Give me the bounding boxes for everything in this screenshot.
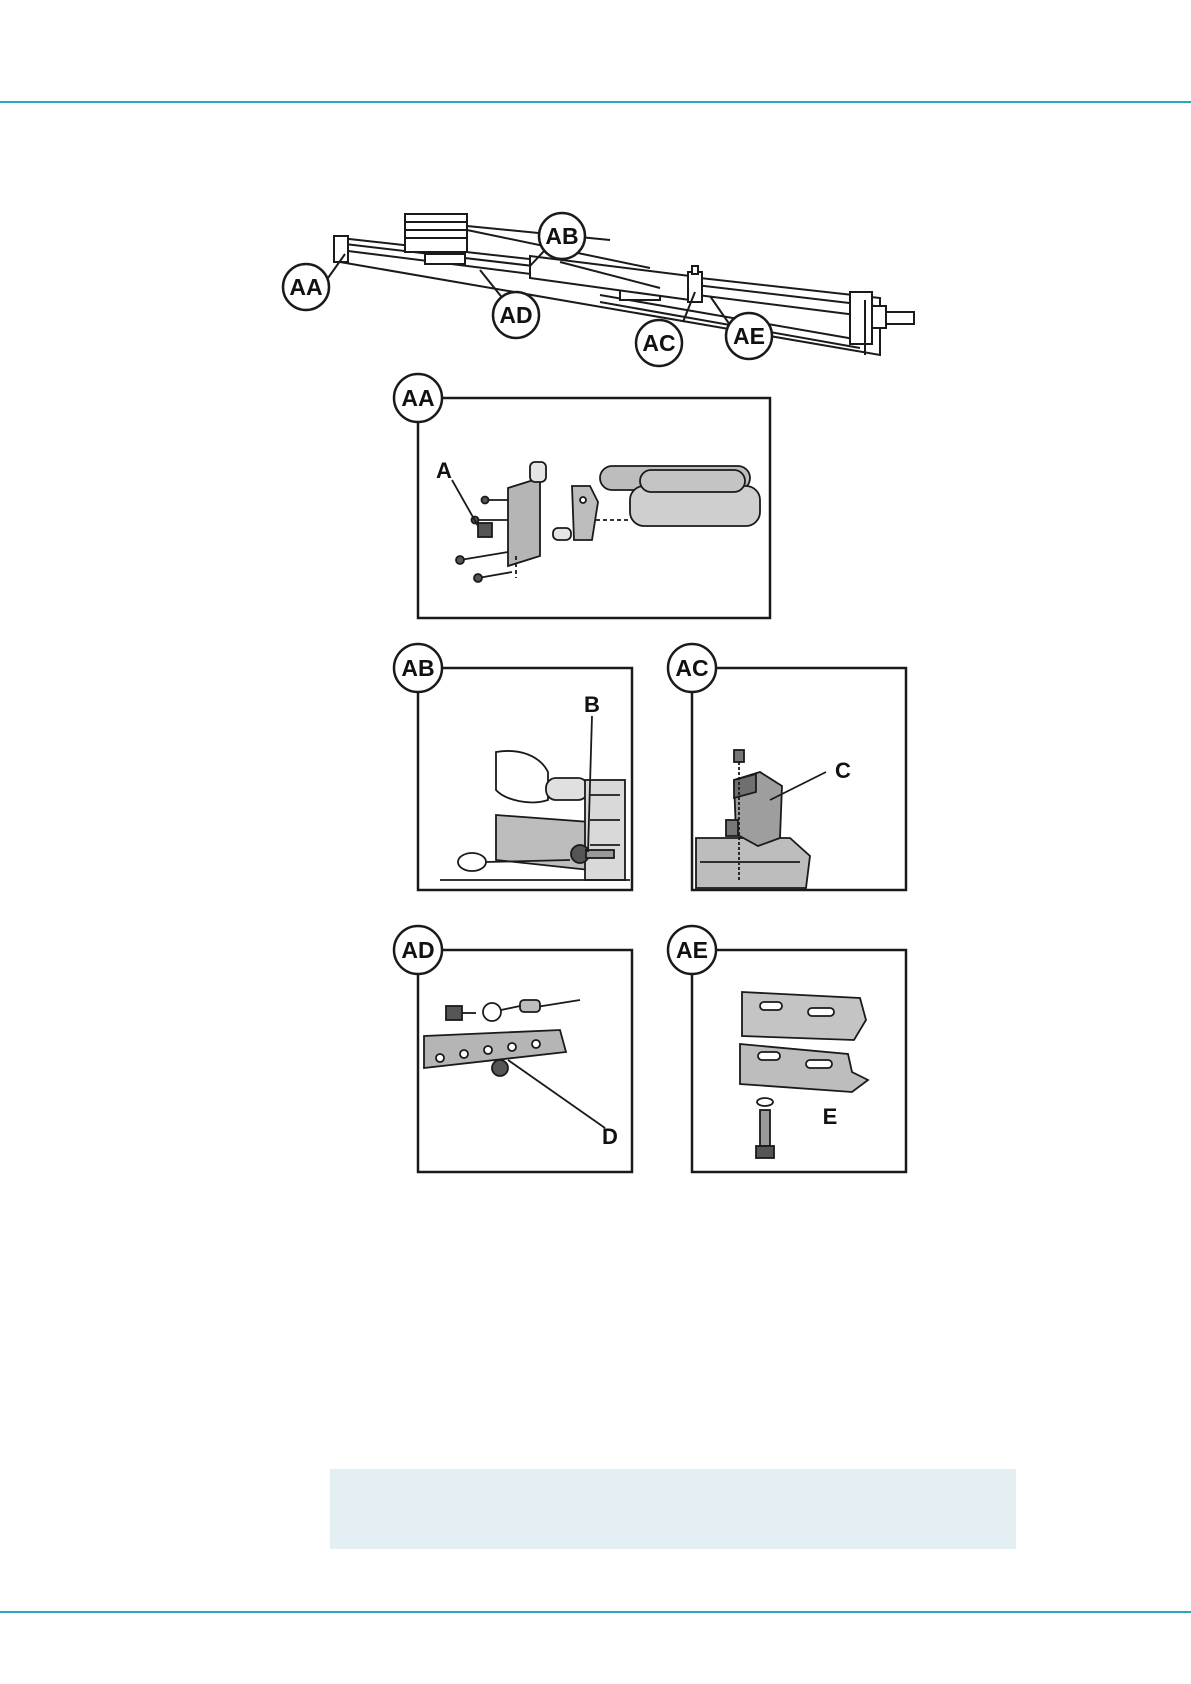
detail-panel-ad: D AD [394,926,632,1172]
callout-ab: AB [539,213,585,259]
detail-panel-ab: B AB [394,644,632,890]
svg-text:AE: AE [676,937,708,963]
svg-text:E: E [823,1104,838,1129]
svg-text:A: A [436,458,452,483]
svg-text:B: B [584,692,600,717]
svg-text:AD: AD [401,937,434,963]
note-box [330,1469,1016,1549]
callout-ad: AD [493,292,539,338]
callout-aa: AA [283,264,329,310]
svg-text:AE: AE [733,323,765,349]
svg-text:AB: AB [401,655,434,681]
callout-ae: AE [726,313,772,359]
svg-text:AC: AC [675,655,708,681]
callout-ac: AC [636,320,682,366]
svg-text:AB: AB [545,223,578,249]
overview-rail-drawing [334,214,914,355]
detail-panel-aa: A AA [394,374,770,618]
detail-panel-ac: C AC [668,644,906,890]
detail-panel-ae: E AE [668,926,906,1172]
svg-text:AA: AA [289,274,322,300]
svg-text:AC: AC [642,330,675,356]
svg-text:AA: AA [401,385,434,411]
svg-text:C: C [835,758,851,783]
svg-text:D: D [602,1124,618,1149]
svg-text:AD: AD [499,302,532,328]
footer-rule [0,1611,1191,1613]
